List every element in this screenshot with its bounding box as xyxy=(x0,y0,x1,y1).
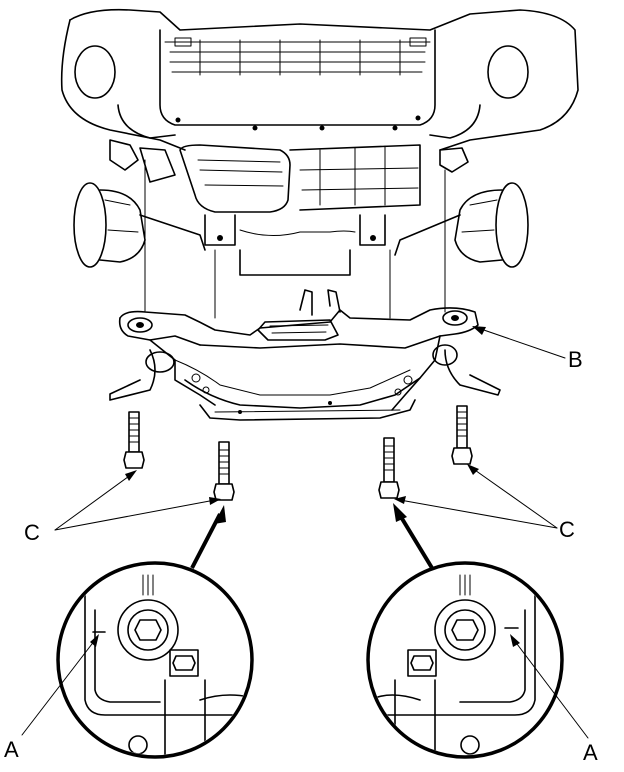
leader-b xyxy=(472,326,566,359)
vehicle-underbody xyxy=(60,8,579,319)
left-knuckle-hub xyxy=(73,139,206,268)
subframe-bolt-left-rear xyxy=(123,411,145,469)
callout-b-label: B xyxy=(568,347,583,372)
right-knuckle-hub xyxy=(394,147,529,268)
leader-c-left xyxy=(54,470,221,531)
leader-a-left xyxy=(21,634,99,736)
detail-pointer-left xyxy=(190,505,226,569)
detail-pointer-right xyxy=(393,503,434,570)
detail-view-left xyxy=(56,561,254,759)
leader-c-right xyxy=(394,464,558,529)
fog-lamp-right xyxy=(487,45,529,99)
subframe-bolt-right-front xyxy=(378,437,400,499)
detail-view-right xyxy=(366,561,564,759)
callout-a-left-label: A xyxy=(4,737,19,762)
callout-c-right-label: C xyxy=(559,517,575,542)
front-subframe xyxy=(109,289,501,421)
subframe-bolt-right-rear xyxy=(451,405,473,465)
grille-slats xyxy=(174,37,427,76)
callout-c-left-label: C xyxy=(24,520,40,545)
leader-a-right xyxy=(510,634,589,739)
callout-a-right-label: A xyxy=(583,740,598,765)
fog-lamp-left xyxy=(74,45,116,99)
subframe-bolt-left-front xyxy=(213,441,235,501)
engine-oil-pan xyxy=(179,144,421,276)
